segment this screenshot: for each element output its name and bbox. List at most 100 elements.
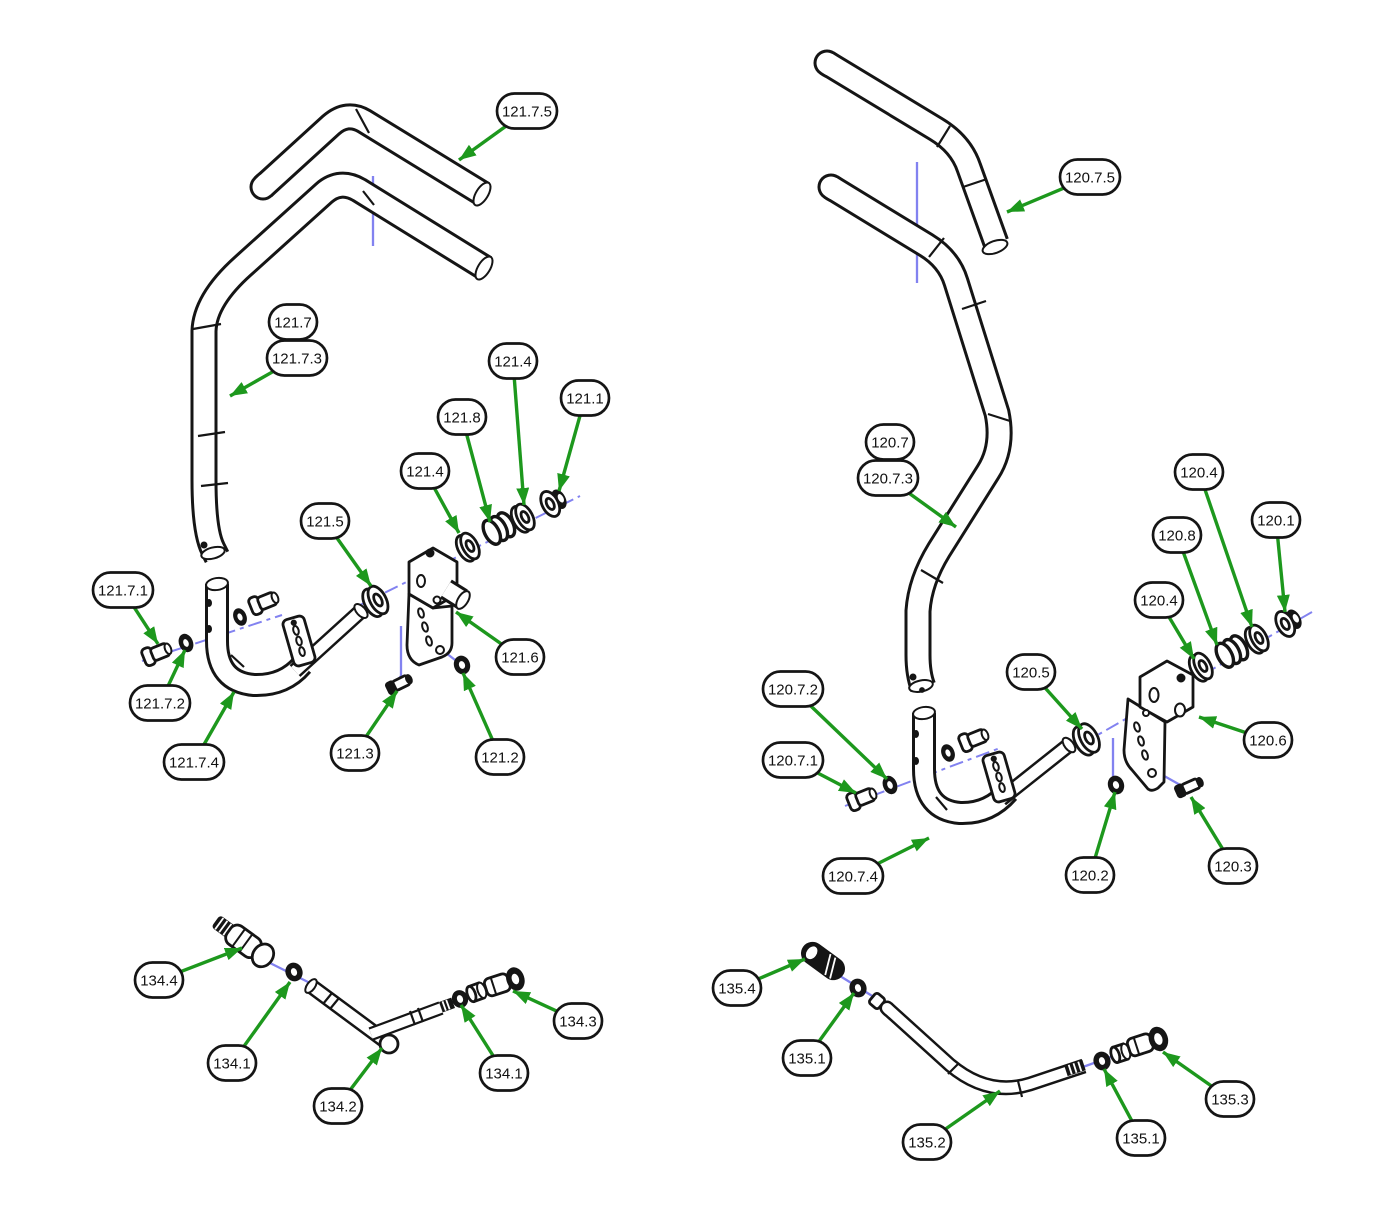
callout-arrow <box>1042 685 1084 731</box>
callout-120-7-3: 120.7.3 <box>856 459 957 529</box>
callout-bubble <box>1133 581 1185 619</box>
callout-label: 121.4 <box>406 464 444 481</box>
callout-bubble <box>1115 1119 1167 1157</box>
callout-bubble <box>495 92 559 130</box>
callout-arrow <box>512 378 530 506</box>
callout-bubble <box>761 741 825 779</box>
callout-bubble <box>1204 1080 1256 1118</box>
tube-120-7 <box>817 173 1013 693</box>
callout-label: 120.4 <box>1180 465 1218 482</box>
callout-arrow <box>512 989 559 1014</box>
callout-121-5: 121.5 <box>299 502 373 587</box>
callout-134-3: 134.3 <box>512 989 604 1040</box>
callout-bubble <box>312 1087 364 1125</box>
washer-120-7-2 <box>882 775 898 795</box>
elbow-tube-121-7-4 <box>205 576 369 698</box>
callout-121-3: 121.3 <box>329 690 399 772</box>
tube-121-7 <box>190 171 494 564</box>
callout-arrow <box>816 992 856 1044</box>
callout-arrow <box>229 368 277 398</box>
callout-label: 121.7.5 <box>502 104 552 121</box>
callout-label: 134.3 <box>559 1014 597 1031</box>
callout-121-7-2: 121.7.2 <box>128 649 192 722</box>
cable-clamp-121 <box>281 614 317 668</box>
washer-at-stub-120 <box>941 744 955 762</box>
locknut-120-1 <box>1274 609 1302 638</box>
callout-135-3: 135.3 <box>1162 1050 1256 1118</box>
callout-120-7: 120.7 <box>864 423 916 461</box>
callout-135-1: 135.1 <box>1102 1068 1167 1157</box>
callout-arrow <box>166 649 187 687</box>
callout-bubble <box>91 571 155 609</box>
callout-label: 121.6 <box>501 650 539 667</box>
callout-label: 121.7.3 <box>272 351 322 368</box>
washer-at-stub-121 <box>233 608 247 626</box>
callout-135-2: 135.2 <box>901 1089 1001 1161</box>
nut-135-1-left <box>849 978 867 998</box>
bolt-121-7-1 <box>140 642 173 668</box>
callout-bubble <box>265 339 329 377</box>
callout-label: 135.2 <box>908 1135 946 1152</box>
callout-120-1: 120.1 <box>1250 501 1302 613</box>
centerline-bolt-axis-121-left <box>141 614 283 662</box>
elbow-tube-120-7-4 <box>912 705 1077 826</box>
callout-arrow <box>241 981 292 1049</box>
callout-bubble <box>559 379 611 417</box>
callout-bubble <box>1242 721 1294 759</box>
callout-bubble <box>1064 856 1116 894</box>
assembly-121 <box>140 103 567 698</box>
washer-121-4-inner <box>454 531 481 563</box>
tube-121-7-5 <box>249 103 492 207</box>
callout-bubble <box>552 1002 604 1040</box>
callout-120-4: 120.4 <box>1133 581 1196 660</box>
callout-121-8: 121.8 <box>436 398 492 523</box>
callout-bubble <box>494 638 546 676</box>
callout-120-4: 120.4 <box>1173 453 1254 628</box>
callout-arrow <box>461 672 495 741</box>
washer-120-5 <box>1071 722 1101 757</box>
callout-label: 121.1 <box>566 391 604 408</box>
callout-120-5: 120.5 <box>1005 653 1084 731</box>
callout-bubble <box>711 969 763 1007</box>
callout-135-4: 135.4 <box>711 957 806 1007</box>
callout-label: 121.4 <box>494 354 532 371</box>
callout-label: 121.7 <box>274 315 312 332</box>
centerline-zigzag-121 <box>395 626 403 683</box>
callout-label: 121.5 <box>306 514 344 531</box>
callout-label: 135.3 <box>1211 1092 1249 1109</box>
callout-bubble <box>901 1123 953 1161</box>
nut-135-1-right <box>1093 1051 1111 1071</box>
washer-121-4-outer <box>509 502 536 534</box>
callout-bubble <box>329 734 381 772</box>
callout-135-1: 135.1 <box>781 992 856 1077</box>
callout-bubble <box>206 1044 258 1082</box>
callout-121-7-1: 121.7.1 <box>91 571 160 645</box>
callout-121-1: 121.1 <box>557 379 611 492</box>
callout-arrow <box>1162 1050 1214 1089</box>
callout-arrow <box>757 957 806 981</box>
cable-clamp-120 <box>981 750 1017 804</box>
tube-120-7-5 <box>813 49 1009 256</box>
callout-label: 120.7.2 <box>768 682 818 699</box>
callout-120-8: 120.8 <box>1151 516 1219 646</box>
callout-120-3: 120.3 <box>1189 796 1259 885</box>
callout-label: 121.7.4 <box>169 755 219 772</box>
centerlines <box>141 162 1313 1070</box>
callout-121-7-4: 121.7.4 <box>162 691 236 781</box>
nut-121-2 <box>453 655 471 675</box>
callout-bubble <box>1151 516 1203 554</box>
callout-bubble <box>1005 653 1057 691</box>
callout-label: 134.1 <box>213 1056 251 1073</box>
callout-bubble <box>856 459 920 497</box>
callout-label: 120.7.5 <box>1065 170 1115 187</box>
rod-135-2 <box>879 1000 1087 1098</box>
callout-label: 120.1 <box>1257 513 1295 530</box>
callout-arrow <box>1093 791 1117 859</box>
callout-121-7-3: 121.7.3 <box>229 339 329 398</box>
callout-label: 120.3 <box>1214 859 1252 876</box>
callout-arrow <box>557 414 582 492</box>
callout-120-7-4: 120.7.4 <box>821 836 930 895</box>
locknut-121-1 <box>539 489 567 518</box>
callout-arrow <box>1276 537 1290 613</box>
